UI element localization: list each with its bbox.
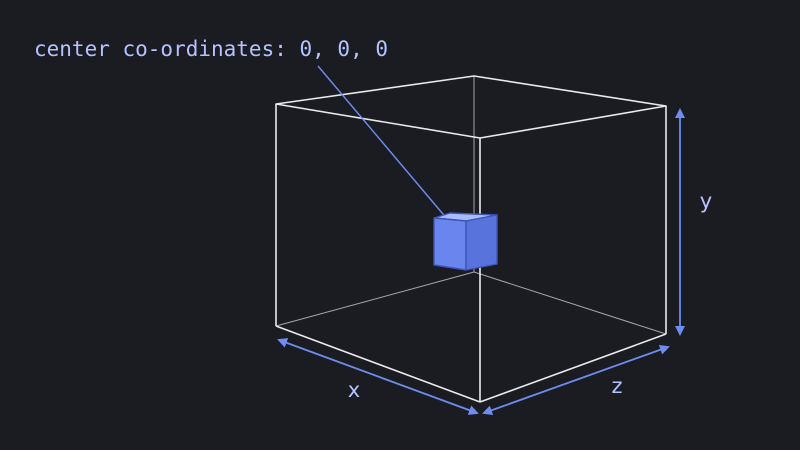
y-axis-label: y: [700, 189, 712, 213]
box-edge-bottom-left: [275, 325, 481, 403]
center-coordinates-label: center co-ordinates: 0, 0, 0: [34, 37, 388, 61]
dimension-arrows: [277, 108, 685, 416]
x-axis-label: x: [348, 378, 360, 402]
x-dimension-arrow: [277, 338, 479, 415]
z-axis-label: z: [611, 374, 622, 398]
hidden-edge-right: [473, 271, 667, 335]
box-edge-bottom-right: [479, 333, 667, 403]
center-cube: [433, 212, 498, 271]
annotation-leader-line: [317, 65, 449, 221]
hidden-edge-left: [275, 271, 475, 327]
center-cube-side: [465, 214, 498, 271]
bounding-box-hidden-edges: [275, 76, 667, 335]
z-dimension-arrow: [482, 344, 670, 416]
center-cube-front: [433, 217, 467, 271]
